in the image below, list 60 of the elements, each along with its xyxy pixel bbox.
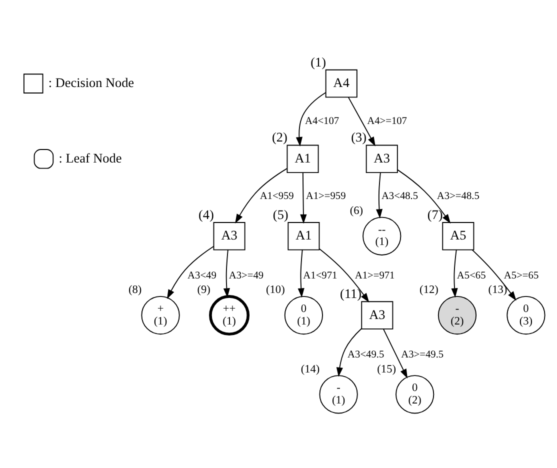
node-circle: - (1) bbox=[319, 374, 358, 414]
arrow bbox=[298, 248, 304, 298]
node-label: (11) bbox=[340, 286, 362, 301]
node-label: (7) bbox=[427, 206, 443, 222]
node-box: A3 bbox=[213, 222, 246, 250]
edge-label: A1<959 bbox=[260, 190, 294, 202]
node-label: (1) bbox=[310, 54, 326, 69]
node-label: (3) bbox=[351, 129, 366, 144]
node-box: A1 bbox=[288, 222, 320, 250]
node-circle: - (2) bbox=[438, 295, 477, 334]
node-box: A3 bbox=[361, 300, 394, 329]
node-box: A3 bbox=[366, 144, 398, 173]
arrow bbox=[223, 248, 230, 298]
arrow bbox=[235, 168, 288, 223]
edge-label: A5<65 bbox=[456, 270, 486, 281]
node-circle: 0 (3) bbox=[506, 295, 546, 334]
node-box: A4 bbox=[325, 68, 358, 98]
arrow bbox=[451, 248, 458, 298]
node-label: (2) bbox=[272, 129, 288, 144]
edge-label: A4>=107 bbox=[367, 115, 408, 126]
legend-label: : Leaf Node bbox=[58, 150, 122, 165]
node-label: (9) bbox=[197, 284, 210, 296]
node-circle: + (1) bbox=[141, 295, 180, 334]
arrow bbox=[166, 245, 214, 298]
legend-label: : Decision Node bbox=[48, 74, 134, 90]
arrow bbox=[348, 96, 376, 146]
edge-label: A1>=959 bbox=[306, 190, 346, 202]
node-label: (8) bbox=[128, 284, 142, 296]
arrow bbox=[376, 172, 383, 218]
edge-label: A1>=971 bbox=[354, 270, 395, 281]
node-box: A5 bbox=[442, 222, 474, 250]
node-label: (5) bbox=[272, 206, 288, 222]
edge-label: A4<107 bbox=[305, 115, 340, 126]
arrow bbox=[472, 248, 516, 300]
node-label: (10) bbox=[266, 284, 285, 296]
node-label: (15) bbox=[377, 362, 396, 375]
node-label: (13) bbox=[488, 284, 508, 296]
node-circle: ++ (1) bbox=[209, 294, 250, 336]
arrow bbox=[336, 328, 362, 376]
edge-label: A3>=48.5 bbox=[436, 190, 480, 202]
node-label: (14) bbox=[300, 362, 320, 375]
edge-label: A3<49.5 bbox=[348, 348, 384, 360]
arrow bbox=[296, 92, 326, 146]
node-label: (4) bbox=[198, 206, 214, 222]
node-circle: 0 (1) bbox=[284, 295, 323, 334]
arrow bbox=[397, 168, 451, 224]
node-box: A1 bbox=[286, 144, 319, 173]
edge-label: A3<48.5 bbox=[381, 190, 418, 202]
edge-label: A3>=49 bbox=[228, 270, 264, 281]
node-label: (6) bbox=[350, 204, 364, 217]
edge-label: A1<971 bbox=[303, 270, 338, 281]
edge-label: A3<49 bbox=[188, 270, 216, 281]
node-circle: -- (1) bbox=[362, 216, 402, 255]
arrow bbox=[382, 328, 408, 378]
node-circle: 0 (2) bbox=[396, 374, 434, 414]
arrow bbox=[300, 172, 307, 224]
edge-label: A5>=65 bbox=[504, 270, 539, 281]
arrow bbox=[318, 248, 370, 302]
edge-label: A3>=49.5 bbox=[401, 348, 444, 360]
node-label: (12) bbox=[420, 284, 438, 296]
